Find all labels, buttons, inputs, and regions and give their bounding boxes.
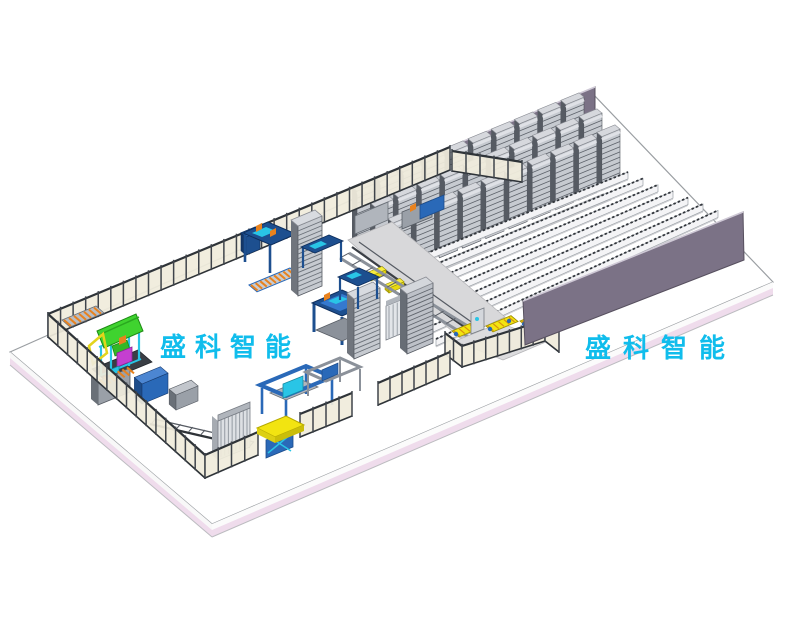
safety-fence-bottom-2 xyxy=(299,391,353,438)
buffer-tower-b-top xyxy=(346,281,381,300)
outfeed-wheel-1 xyxy=(453,331,459,337)
platform-edge-left-shadow xyxy=(9,364,213,538)
buffer-tower-a-top xyxy=(290,209,323,227)
buffer-tower-a-front xyxy=(297,215,323,297)
conveyor-rails xyxy=(399,171,719,348)
safety-fence-bottom-3 xyxy=(377,350,451,406)
filter-unit-top xyxy=(217,401,251,422)
gray-frame-machine xyxy=(302,356,364,383)
gantry-d-beam xyxy=(336,267,381,287)
gantry-a-motor-2 xyxy=(270,228,276,237)
scene-root xyxy=(8,86,775,538)
buffer-tower-c-side xyxy=(400,288,407,354)
weigh-station-side xyxy=(91,375,98,405)
safety-fence-left xyxy=(47,312,206,479)
platform-edge-front-pink xyxy=(212,288,773,537)
buffer-tower-a-side xyxy=(291,220,298,296)
safety-fence-bottom-1 xyxy=(204,430,259,479)
infeed-conveyor-rollers xyxy=(63,306,102,327)
lift-table-front xyxy=(257,428,275,443)
outfeed-wheel-4 xyxy=(506,318,512,324)
tending-machine-blue-top xyxy=(133,366,169,385)
outfeed-wheel-3 xyxy=(487,326,493,332)
hopper-orange-motor xyxy=(119,335,126,345)
hopper-magenta-panel xyxy=(116,346,133,368)
platform-edge-left-pink xyxy=(10,358,212,537)
gantry-a-cyan xyxy=(252,227,276,237)
pallet-machine-cyan xyxy=(282,375,304,399)
buffer-tower-b-side xyxy=(347,293,354,359)
hopper-bin-shade xyxy=(100,316,140,335)
gantry-c-cyan xyxy=(328,296,348,304)
watermark-right: 盛科智能 xyxy=(585,333,737,364)
gray-frame-blue-box xyxy=(321,362,339,382)
upper-machine-motor xyxy=(410,203,416,212)
platform-edge-front-face xyxy=(212,282,773,530)
gantry-c-motor-1 xyxy=(324,292,330,301)
upper-machine-blue xyxy=(419,194,445,220)
tending-machine-gray-top xyxy=(168,379,199,396)
buffer-tower-c-shelves xyxy=(406,287,434,350)
platform-edge-front-shadow xyxy=(211,294,774,538)
tending-machine-gray xyxy=(168,379,199,411)
gantry-b-cyan xyxy=(309,241,327,249)
warehouse-right-wall-cap xyxy=(522,211,744,302)
safety-fence-back-ext xyxy=(451,149,523,183)
hopper-bin xyxy=(96,313,144,349)
buffer-tower-c-top xyxy=(399,276,434,295)
lift-table-right xyxy=(275,425,304,443)
pen-fence-left xyxy=(444,331,463,368)
gantry-a-motor-1 xyxy=(256,223,262,232)
upper-machine-gray-2 xyxy=(354,201,389,235)
watermark-left: 盛科智能 xyxy=(160,332,300,363)
gantry-d-cyan xyxy=(346,272,362,279)
platform-edge-left-face xyxy=(10,352,212,530)
pen-robot xyxy=(470,307,485,335)
pen-robot-cyan xyxy=(475,317,479,321)
